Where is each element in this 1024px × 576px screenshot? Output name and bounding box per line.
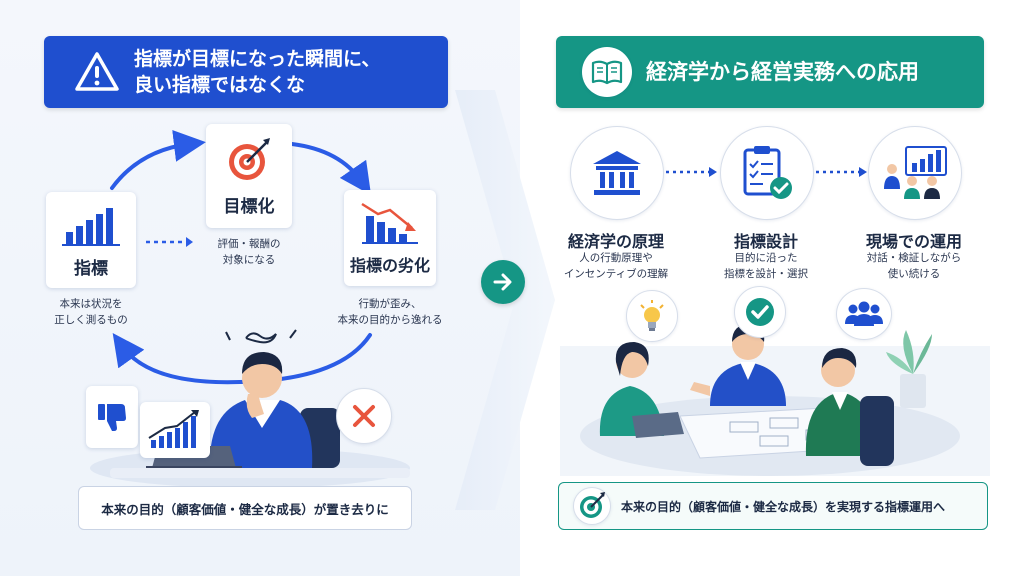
- target-card: 目標化: [206, 124, 292, 228]
- step-3-description: 対話・検証しながら 使い続ける: [844, 250, 984, 282]
- step-2-description: 目的に沿った 指標を設計・選択: [696, 250, 836, 282]
- step-1-desc-line2: インセンティブの理解: [563, 268, 669, 280]
- bar-chart-icon: [148, 410, 199, 448]
- step-1-title: 経済学の原理: [567, 232, 664, 251]
- right-title-banner: 経済学から経営実務への応用: [556, 36, 984, 108]
- step-3-desc-line2: 使い続ける: [887, 268, 941, 280]
- degrade-desc-line2: 本来の目的から逸れる: [337, 314, 443, 326]
- degrade-title: 指標の劣化: [349, 256, 430, 275]
- target-icon: [229, 138, 270, 180]
- arrow-right-icon: [481, 260, 525, 304]
- meeting-icon: [868, 126, 962, 220]
- check-icon: [734, 286, 786, 338]
- left-title-banner: 指標が目標になった瞬間に、 良い指標ではなくな: [44, 36, 448, 108]
- step-1-desc-line1: 人の行動原理や: [579, 252, 653, 264]
- left-conclusion-text: 本来の目的（顧客価値・健全な成長）が置き去りに: [101, 501, 389, 517]
- step-arrow-2: [816, 167, 867, 177]
- degrade-desc-line1: 行動が歪み、: [358, 298, 422, 310]
- right-conclusion-text: 本来の目的（顧客価値・健全な成長）を実現する指標運用へ: [621, 499, 946, 514]
- left-conclusion-box: 本来の目的（顧客価値・健全な成長）が置き去りに: [78, 486, 412, 530]
- right-conclusion-box: 本来の目的（顧客価値・健全な成長）を実現する指標運用へ: [558, 482, 988, 530]
- left-title-line1: 指標が目標になった瞬間に、: [134, 48, 381, 70]
- target-title: 目標化: [223, 197, 275, 217]
- group-icon: [836, 288, 892, 340]
- warning-icon: [74, 49, 120, 95]
- step-2-title: 指標設計: [733, 232, 798, 251]
- left-title-line2: 良い指標ではなくな: [134, 74, 306, 96]
- thumbs-down-card: [86, 386, 138, 448]
- divider-chevron: [455, 90, 555, 510]
- cross-icon: [336, 388, 392, 444]
- step-3-title: 現場での運用: [865, 232, 962, 251]
- thumbs-down-icon: [98, 404, 126, 431]
- step-1-description: 人の行動原理や インセンティブの理解: [546, 250, 686, 282]
- target-description: 評価・報酬の 対象になる: [196, 236, 302, 268]
- bar-chart-icon: [62, 208, 120, 246]
- step-2-desc-line2: 指標を設計・選択: [724, 268, 808, 280]
- metric-title: 指標: [74, 259, 108, 279]
- step-2-desc-line1: 目的に沿った: [734, 252, 798, 264]
- step-arrow-1: [666, 167, 717, 177]
- step-3-desc-line1: 対話・検証しながら: [866, 252, 962, 264]
- right-title: 経済学から経営実務への応用: [646, 60, 919, 84]
- checklist-icon: [720, 126, 814, 220]
- metric-description: 本来は状況を 正しく測るもの: [40, 296, 142, 328]
- metric-desc-line1: 本来は状況を: [59, 298, 123, 310]
- target-desc-line1: 評価・報酬の: [217, 238, 281, 250]
- degrade-description: 行動が歪み、 本来の目的から逸れる: [330, 296, 450, 328]
- target-desc-line2: 対象になる: [222, 254, 276, 266]
- target-icon: [573, 487, 611, 525]
- book-icon: [582, 47, 632, 97]
- degrade-card: 指標の劣化: [344, 190, 436, 286]
- declining-chart-icon: [361, 202, 418, 244]
- metric-card: 指標: [46, 192, 136, 288]
- lightbulb-icon: [626, 290, 678, 342]
- metric-desc-line2: 正しく測るもの: [54, 314, 128, 326]
- rising-chart-card: [140, 402, 210, 458]
- institution-icon: [570, 126, 664, 220]
- team-meeting-illustration: [560, 324, 990, 476]
